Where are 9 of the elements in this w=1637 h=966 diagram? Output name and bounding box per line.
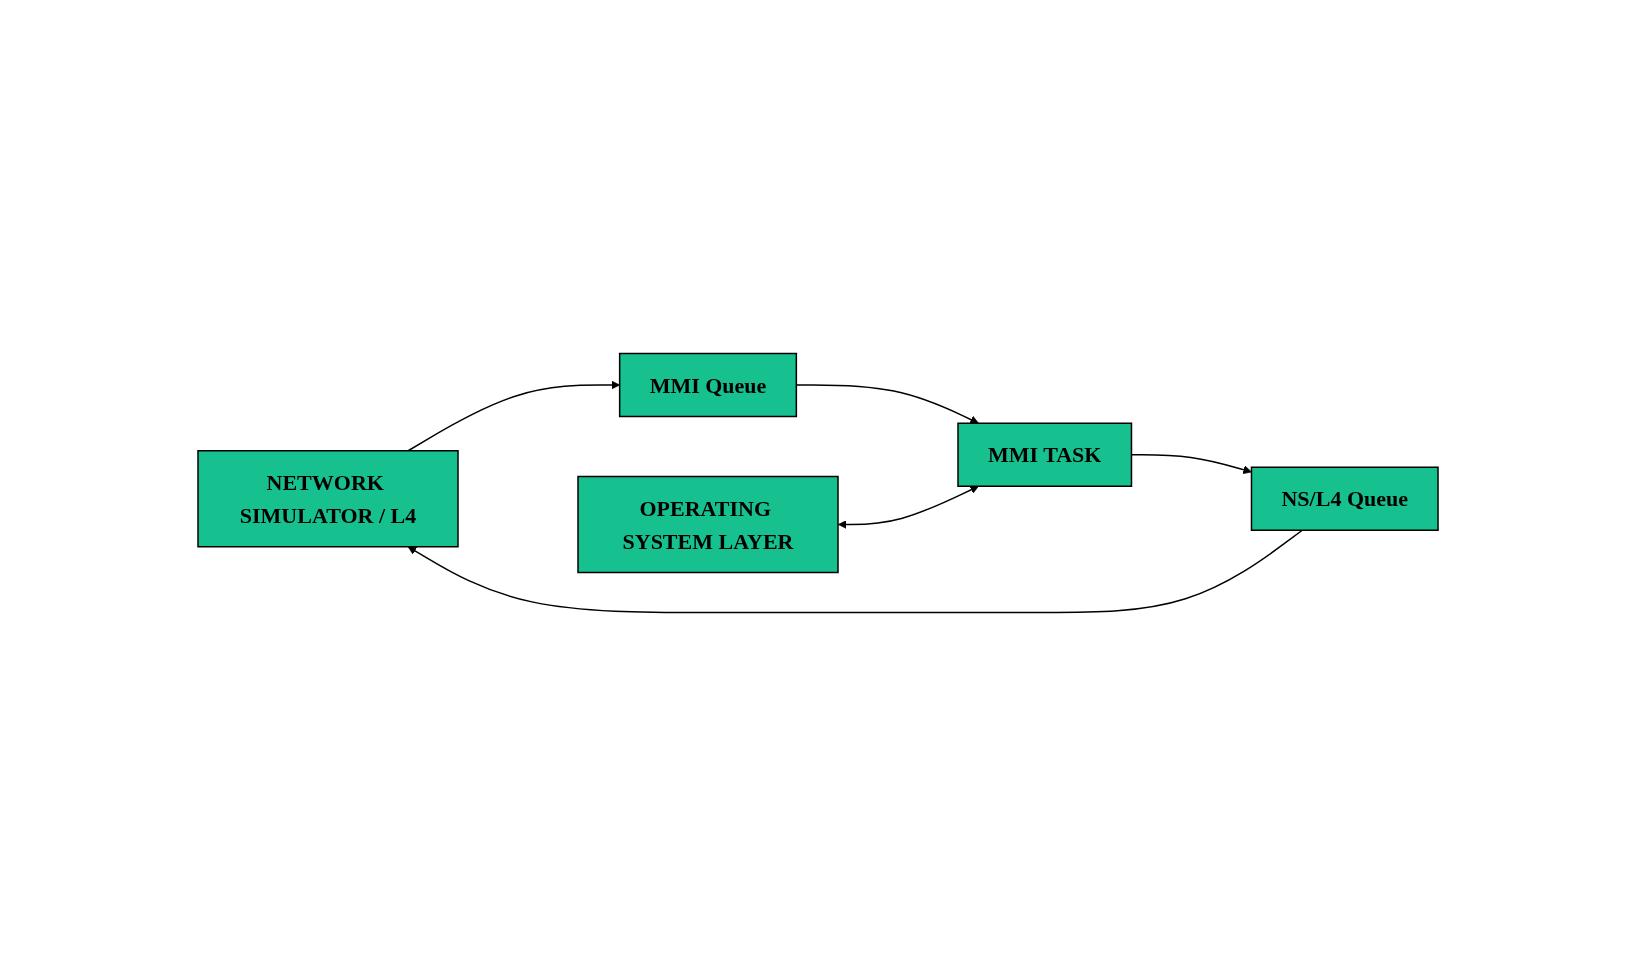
node-box: MMI Queue xyxy=(619,352,798,418)
arrow xyxy=(407,380,621,452)
node-box: NS/L4 Queue xyxy=(1251,466,1440,531)
node-box: OPERATING SYSTEM LAYER xyxy=(577,475,840,574)
arrow xyxy=(838,485,980,529)
node-box: NETWORK SIMULATOR / L4 xyxy=(197,450,460,548)
arrow xyxy=(796,384,980,424)
arrow xyxy=(408,529,1304,614)
node-box: MMI TASK xyxy=(957,422,1133,487)
